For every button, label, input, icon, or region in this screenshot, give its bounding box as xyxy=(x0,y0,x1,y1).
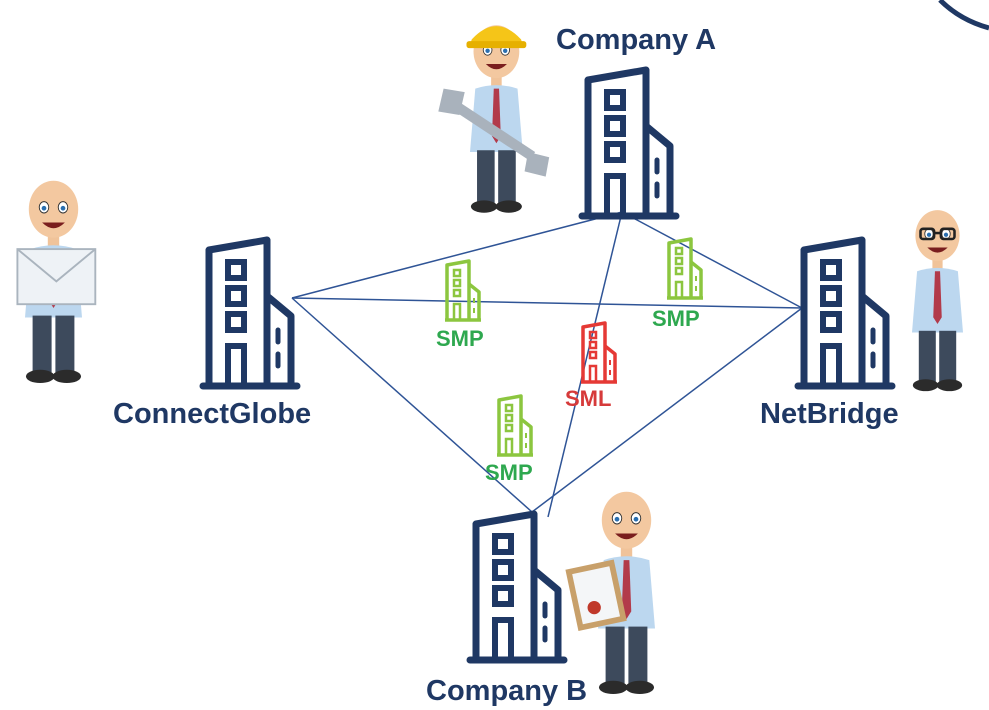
link-companya-companyb xyxy=(547,211,623,518)
link-companya-netbridge xyxy=(621,211,803,309)
sml-label: SML xyxy=(565,386,612,411)
netbridge-building-icon xyxy=(798,240,892,386)
netbridge-label: NetBridge xyxy=(760,398,899,430)
sml-building-icon xyxy=(579,321,619,384)
company-b-building-icon xyxy=(470,514,564,660)
connection-lines xyxy=(291,211,803,518)
smp-right-label: SMP xyxy=(652,306,700,331)
company-a-building-icon xyxy=(582,70,676,216)
link-connectglobe-companyb xyxy=(291,297,533,513)
engineer-person-icon xyxy=(438,24,550,214)
certificate-person-icon xyxy=(565,491,656,695)
corner-badge-icon xyxy=(938,0,989,31)
smp-right-building-icon xyxy=(665,237,705,300)
mail-person-icon xyxy=(16,180,97,384)
smp-left-label: SMP xyxy=(436,326,484,351)
link-netbridge-companyb xyxy=(531,307,803,513)
smp-left-building-icon xyxy=(443,259,483,322)
connectglobe-building-icon xyxy=(203,240,297,386)
company-b-label: Company B xyxy=(426,675,588,707)
glasses-person-icon xyxy=(911,209,964,392)
smp-bottom-label: SMP xyxy=(485,460,533,485)
smp-bottom-building-icon xyxy=(495,394,535,457)
company-a-label: Company A xyxy=(556,24,717,56)
connectglobe-label: ConnectGlobe xyxy=(113,398,312,430)
link-companya-connectglobe xyxy=(291,211,623,299)
link-connectglobe-netbridge xyxy=(291,297,803,309)
